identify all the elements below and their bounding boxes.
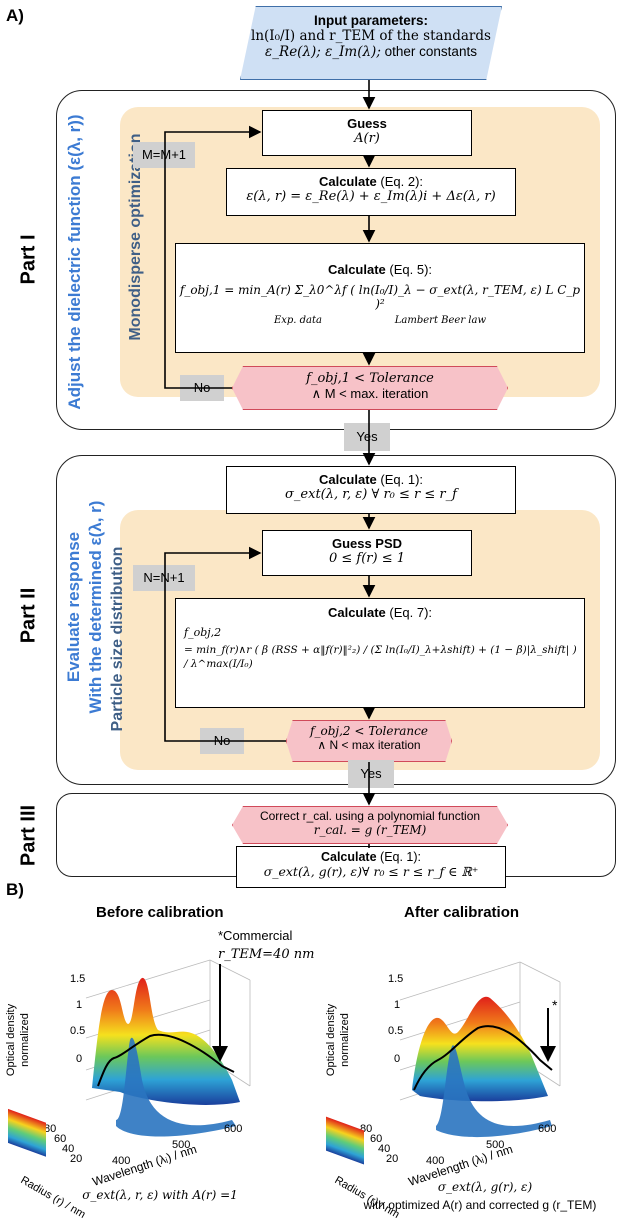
part2-decision-line2: ∧ N < max iteration: [317, 738, 421, 752]
plot2-commercial-line: [413, 1025, 553, 1091]
part2-yes-label: Yes: [348, 760, 394, 788]
part2-guess-box: Guess PSD 0 ≤ f(r) ≤ 1: [262, 530, 472, 576]
plot1-ztick: 1.5: [70, 973, 85, 985]
part2-calc7-lhs: f_obj,2: [184, 626, 222, 639]
part1-calc5-title: Calculate: [327, 262, 386, 277]
part2-counter: N=N+1: [133, 565, 195, 591]
input-line3-math: ε_Re(λ); ε_Im(λ);: [265, 44, 381, 60]
plot2-xtick: 400: [426, 1155, 444, 1167]
plot1-colorbar: [8, 1108, 46, 1157]
part2-calc1-expr: σ_ext(λ, r, ε) ∀ r₀ ≤ r ≤ r_f: [285, 487, 457, 502]
part1-calc5-sub2: Lambert Beer law: [394, 315, 487, 326]
part1-guess-title: Guess: [347, 116, 387, 131]
plot2-ytick: 20: [386, 1153, 398, 1165]
part2-calc-eq1-box: Calculate (Eq. 1): σ_ext(λ, r, ε) ∀ r₀ ≤…: [226, 466, 516, 514]
arrow-loop-part1: [164, 125, 262, 389]
input-line2: ln(I₀/I) and r_TEM of the standards: [251, 28, 491, 44]
part2-decision-line1: f_obj,2 < Tolerance: [310, 724, 428, 738]
part3-correct-box: Correct r_cal. using a polynomial functi…: [232, 806, 508, 844]
plot2-ytick: 60: [370, 1133, 382, 1145]
part1-counter: M=M+1: [133, 142, 195, 168]
part1-decision: f_obj,1 < Tolerance ∧ M < max. iteration: [232, 366, 508, 410]
part1-calc2-expr: ε(λ, r) = ε_Re(λ) + ε_Im(λ)i + Δε(λ, r): [246, 189, 496, 204]
panel-a-label: A): [6, 6, 24, 25]
plot1-xtick: 500: [172, 1139, 190, 1151]
plot2-annotation: *: [552, 997, 558, 1013]
plot1-annotation2: r_TEM=40 nm: [218, 947, 314, 962]
plot2-zlabel2: normalized: [339, 1013, 351, 1067]
part3-calc-eq1-box: Calculate (Eq. 1): σ_ext(λ, g(r), ε)∀ r₀…: [236, 846, 506, 888]
part1-calc5-sub1: Exp. data: [273, 315, 322, 326]
plot1-commercial-line: [97, 1033, 235, 1087]
part2-calc1-title: Calculate: [318, 472, 377, 487]
input-title: Input parameters:: [313, 13, 429, 28]
part1-calc5-ref: (Eq. 5):: [385, 262, 433, 277]
plot1-annotation: *Commercial: [218, 928, 293, 943]
input-parameters-box: Input parameters: ln(I₀/I) and r_TEM of …: [240, 6, 502, 80]
plot2-surface: [412, 996, 548, 1102]
part1-calc2-ref: (Eq. 2):: [376, 174, 424, 189]
part2-calc-eq7-box: Calculate (Eq. 7): f_obj,2 = min_f(r)∧r …: [175, 598, 585, 708]
part3-correct-bold: Correct: [259, 809, 300, 823]
part3-correct-text: r_cal. using a polynomial function: [299, 809, 481, 823]
part1-decision-line1: f_obj,1 < Tolerance: [306, 371, 434, 386]
part2-decision: f_obj,2 < Tolerance ∧ N < max iteration: [286, 720, 452, 762]
plot1-surface-front: [116, 1037, 236, 1137]
plot1-ytick: 40: [62, 1143, 74, 1155]
arrow-loop-part2: [164, 546, 286, 742]
part2-guess-title: Guess PSD: [331, 536, 403, 551]
part2-calc7-title: Calculate: [327, 605, 386, 620]
plot1-ytick: 60: [54, 1133, 66, 1145]
part1-calc5-expr: f_obj,1 = min_A(r) Σ_λ0^λf ( ln(I₀/I)_λ …: [179, 283, 581, 311]
part3-calc1-ref: (Eq. 1):: [376, 850, 422, 864]
plot2-ytick: 40: [378, 1143, 390, 1155]
plot1: *Commercial r_TEM=40 nm 1.5 1 0.5 0 80 6…: [8, 928, 314, 1189]
part1-guess-expr: A(r): [354, 131, 380, 146]
part2-guess-expr: 0 ≤ f(r) ≤ 1: [328, 551, 406, 566]
part2-calc7-ref: (Eq. 7):: [385, 605, 433, 620]
part1-decision-line2: ∧ M < max. iteration: [311, 386, 429, 401]
plot2-ztick: 1.5: [388, 973, 403, 985]
plot2-xtick: 500: [486, 1139, 504, 1151]
input-line3-text: other constants: [380, 44, 477, 59]
plot2-caption: σ_ext(λ, g(r), ε): [437, 1180, 533, 1194]
plot2-title: After calibration: [404, 904, 520, 921]
plot1-caption: σ_ext(λ, r, ε) with A(r) =1: [82, 1188, 238, 1202]
plot1-xlabel: Wavelength (λᵢ) / nm: [91, 1142, 199, 1189]
part2-calc1-ref: (Eq. 1):: [376, 472, 424, 487]
plot2-surface-front: [436, 1045, 552, 1138]
plot1-ztick: 1: [76, 999, 82, 1011]
flow-arrows: [164, 80, 376, 848]
part1-calc2-title: Calculate: [318, 174, 377, 189]
plot1-xtick: 400: [112, 1155, 130, 1167]
part1-yes-label: Yes: [344, 423, 390, 451]
part2-calc7-expr: = min_f(r)∧r ( β (RSS + α‖f(r)‖²₂) / (Σ …: [184, 644, 577, 670]
plot1-ytick: 20: [70, 1153, 82, 1165]
plot1-zlabel1: Optical density: [5, 1003, 17, 1076]
plot1-xtick: 600: [224, 1123, 242, 1135]
plot1-title: Before calibration: [96, 904, 224, 921]
calibration-plots: *Commercial r_TEM=40 nm 1.5 1 0.5 0 80 6…: [5, 928, 561, 1220]
plot2-zlabel1: Optical density: [325, 1003, 337, 1076]
plot2-xtick: 600: [538, 1123, 556, 1135]
plot2-ztick: 1: [394, 999, 400, 1011]
plot2-colorbar: [326, 1116, 364, 1165]
plot1-ytick: 80: [44, 1123, 56, 1135]
plot2-ztick: 0: [394, 1053, 400, 1065]
plot2-caption2: with optimized A(r) and corrected g (r_T…: [363, 1198, 597, 1212]
plot1-surface: [92, 977, 240, 1105]
part1-calc-eq5-box: Calculate (Eq. 5): f_obj,1 = min_A(r) Σ_…: [175, 243, 585, 353]
plot1-zlabel2: normalized: [19, 1013, 31, 1067]
plot2: * 1.5 1 0.5 0 80 60 40 20 400 500 600 Wa…: [326, 961, 561, 1189]
panel-b-label: B): [6, 880, 24, 899]
plot2-ztick: 0.5: [388, 1025, 403, 1037]
part3-correct-expr: r_cal. = g (r_TEM): [313, 823, 427, 837]
part3-calc1-expr: σ_ext(λ, g(r), ε)∀ r₀ ≤ r ≤ r_f ∈ ℝ⁺: [263, 864, 479, 879]
part3-calc1-title: Calculate: [320, 850, 377, 864]
plot1-ztick: 0.5: [70, 1025, 85, 1037]
plot1-ztick: 0: [76, 1053, 82, 1065]
part1-calc-eq2-box: Calculate (Eq. 2): ε(λ, r) = ε_Re(λ) + ε…: [226, 168, 516, 216]
